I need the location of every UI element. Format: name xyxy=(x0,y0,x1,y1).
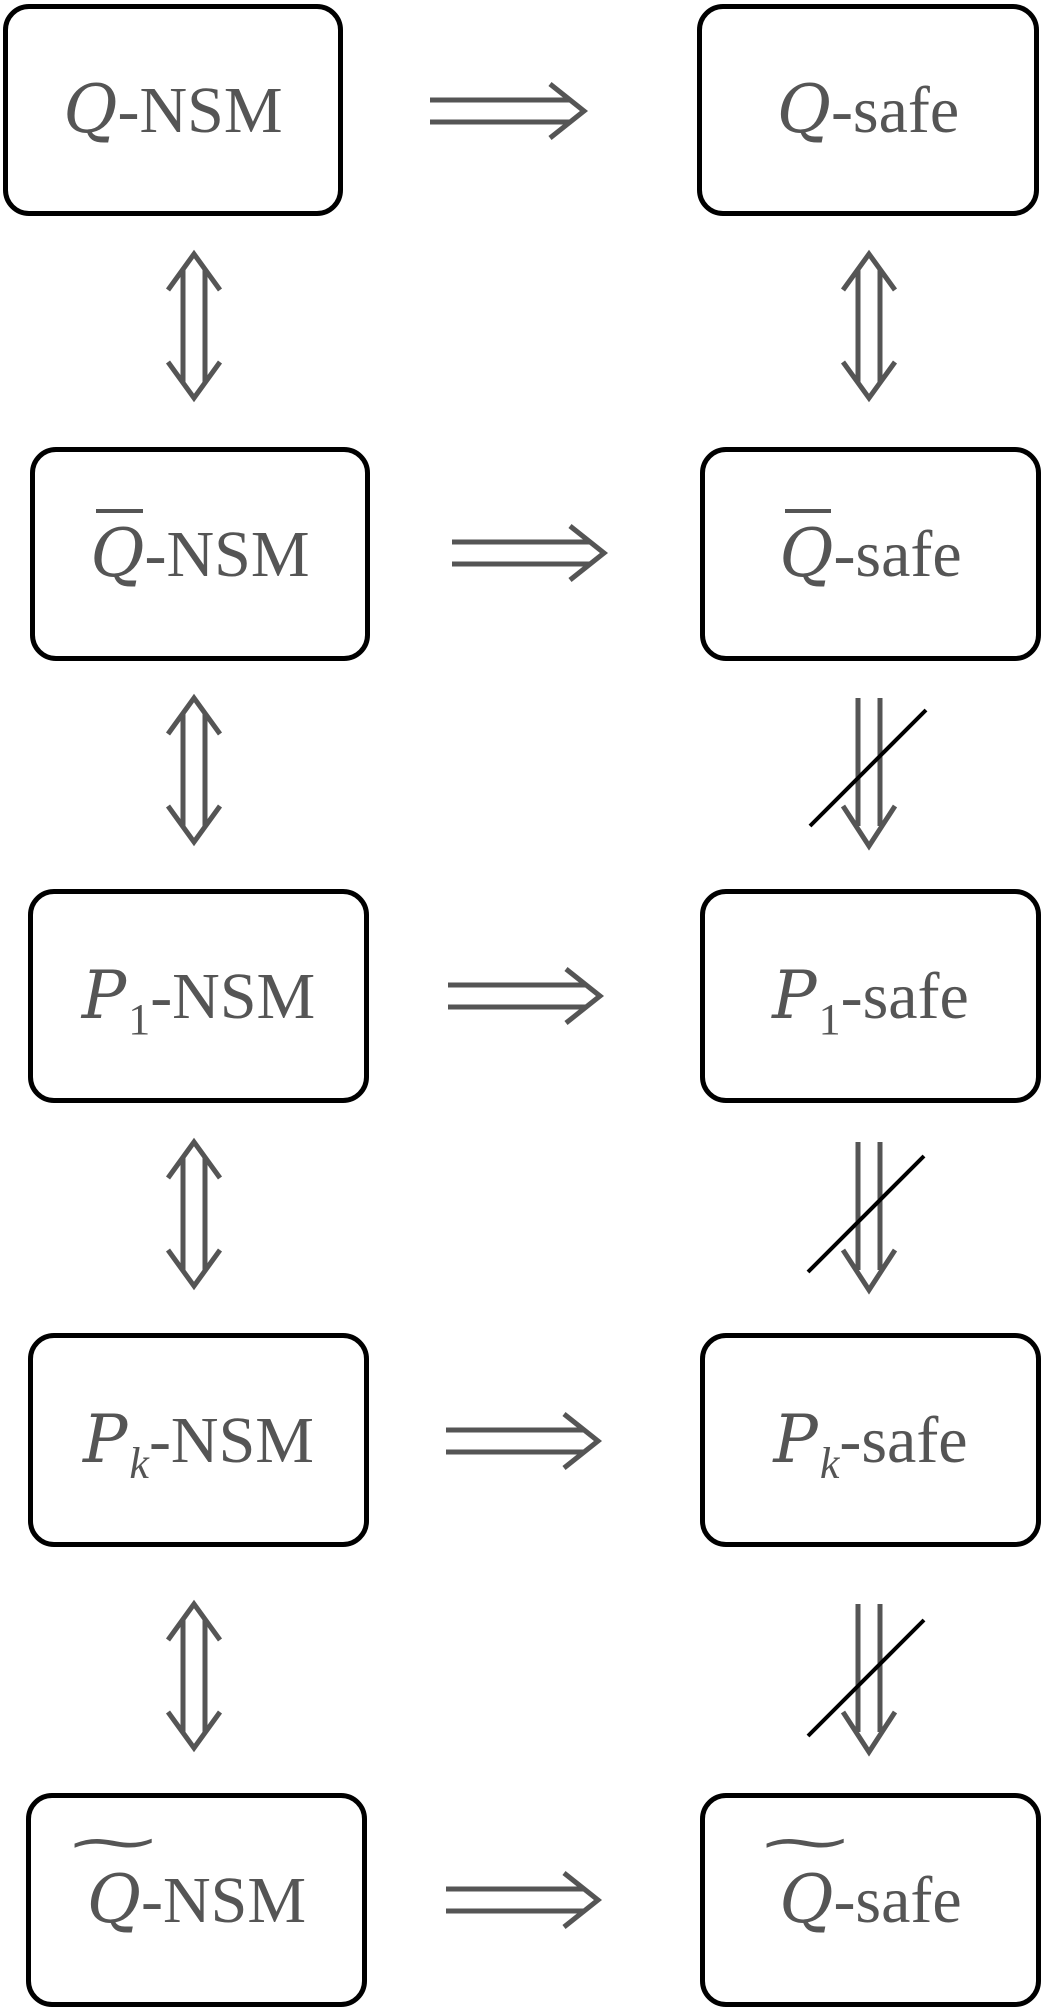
equiv-arrow-left-2 xyxy=(165,693,223,847)
q-safe-label: Q-safe xyxy=(776,70,960,148)
implies-arrow-row5 xyxy=(446,1871,603,1929)
qtilde-nsm-label: Q -NSM xyxy=(87,1866,306,1934)
not-implies-arrow-right-2 xyxy=(840,1142,898,1295)
q-nsm-label: Q-NSM xyxy=(63,70,283,148)
equiv-arrow-left-3 xyxy=(165,1137,223,1291)
qbar-nsm-label: Q-NSM xyxy=(90,508,310,592)
q-nsm-box: Q-NSM xyxy=(3,4,343,216)
qbar-nsm-box: Q-NSM xyxy=(30,447,370,661)
qtilde-safe-label: Q -safe xyxy=(779,1866,961,1934)
implies-arrow-row2 xyxy=(452,524,609,582)
qtilde-nsm-box: Q -NSM xyxy=(26,1793,367,2007)
implies-arrow-row3 xyxy=(448,967,605,1025)
qbar-safe-box: Q-safe xyxy=(700,447,1041,661)
not-implies-arrow-right-1 xyxy=(840,698,898,851)
q-safe-box: Q-safe xyxy=(697,4,1039,216)
qtilde-safe-box: Q -safe xyxy=(700,1793,1041,2007)
qbar-safe-label: Q-safe xyxy=(779,508,962,592)
strike-slash-1 xyxy=(808,708,928,828)
equiv-arrow-left-4 xyxy=(165,1599,223,1753)
implies-arrow-row4 xyxy=(446,1412,603,1470)
strike-slash-2 xyxy=(806,1154,926,1274)
strike-slash-3 xyxy=(806,1618,926,1738)
equiv-arrow-right-1 xyxy=(840,249,898,403)
equiv-arrow-left-1 xyxy=(165,249,223,403)
not-implies-arrow-right-3 xyxy=(840,1604,898,1757)
implies-arrow-row1 xyxy=(430,82,589,140)
